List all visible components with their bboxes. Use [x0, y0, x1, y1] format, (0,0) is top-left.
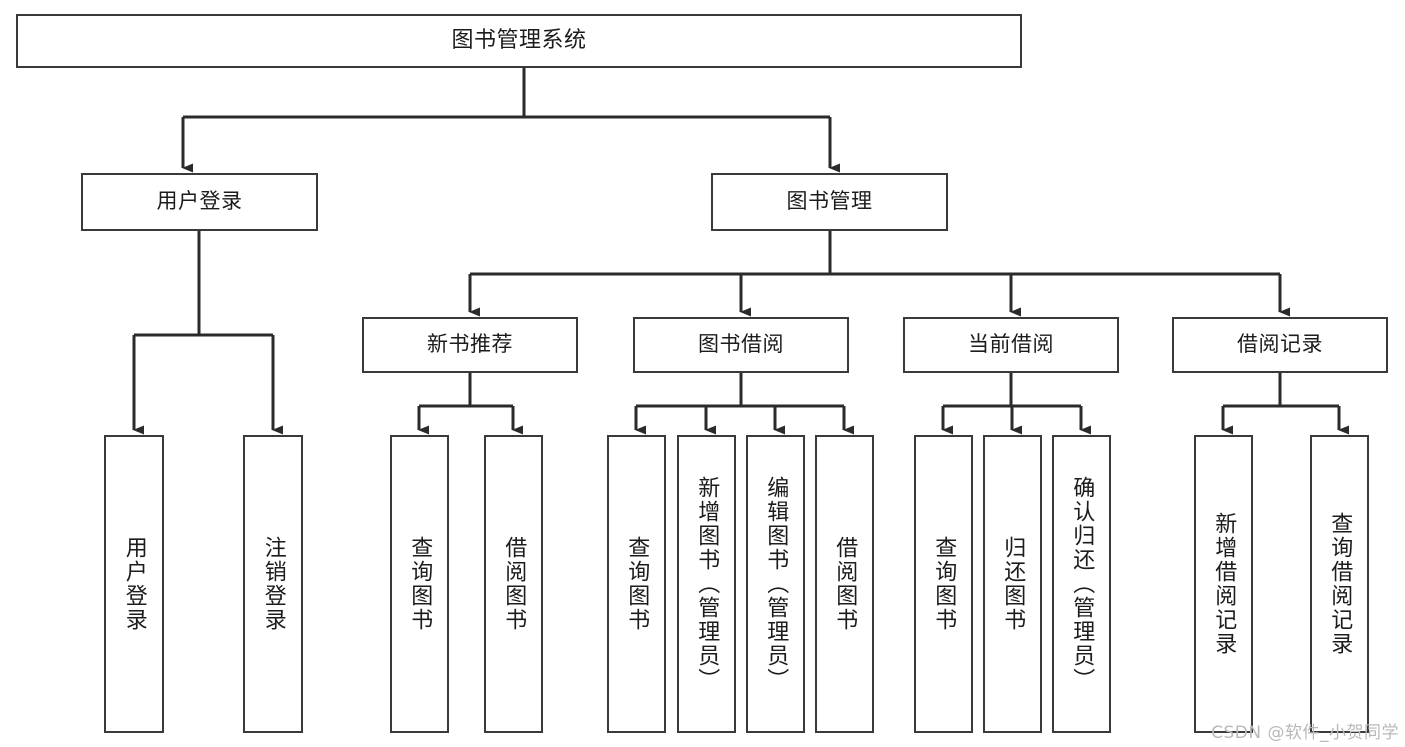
- node-borrow-record-label: 借阅记录: [1237, 332, 1323, 357]
- node-leaf-add-record[interactable]: 新增借阅记录: [1194, 435, 1253, 733]
- node-leaf-user-login[interactable]: 用户登录: [104, 435, 164, 733]
- node-borrow-record[interactable]: 借阅记录: [1172, 317, 1388, 373]
- node-leaf-query-book-nbr-label: 查询图书: [407, 536, 433, 632]
- node-leaf-borrow-book-bb[interactable]: 借阅图书: [815, 435, 874, 733]
- node-new-book-recommend[interactable]: 新书推荐: [362, 317, 578, 373]
- node-leaf-logout-login-label: 注销登录: [260, 536, 286, 632]
- node-leaf-confirm-return-label: 确认归还（管理员）: [1069, 476, 1095, 692]
- node-leaf-query-book-cb[interactable]: 查询图书: [914, 435, 973, 733]
- node-leaf-query-book-bb[interactable]: 查询图书: [607, 435, 666, 733]
- node-leaf-edit-book-admin-label: 编辑图书（管理员）: [763, 476, 789, 692]
- node-book-manage-label: 图书管理: [786, 189, 873, 214]
- node-leaf-edit-book-admin[interactable]: 编辑图书（管理员）: [746, 435, 805, 733]
- node-leaf-query-book-bb-label: 查询图书: [624, 536, 650, 632]
- node-user-login-label: 用户登录: [156, 189, 243, 214]
- node-leaf-borrow-book-nbr-label: 借阅图书: [501, 536, 527, 632]
- node-leaf-logout-login[interactable]: 注销登录: [243, 435, 303, 733]
- node-leaf-borrow-book-bb-label: 借阅图书: [832, 536, 858, 632]
- node-leaf-return-book[interactable]: 归还图书: [983, 435, 1042, 733]
- node-leaf-add-book-admin-label: 新增图书（管理员）: [694, 476, 720, 692]
- node-leaf-return-book-label: 归还图书: [1000, 536, 1026, 632]
- node-leaf-borrow-book-nbr[interactable]: 借阅图书: [484, 435, 543, 733]
- node-leaf-add-book-admin[interactable]: 新增图书（管理员）: [677, 435, 736, 733]
- node-leaf-confirm-return[interactable]: 确认归还（管理员）: [1052, 435, 1111, 733]
- node-root[interactable]: 图书管理系统: [16, 14, 1022, 68]
- node-leaf-query-record-label: 查询借阅记录: [1327, 512, 1353, 656]
- node-new-book-recommend-label: 新书推荐: [427, 332, 513, 357]
- csdn-watermark: CSDN @软件_小贺同学: [1211, 723, 1399, 743]
- node-current-borrow[interactable]: 当前借阅: [903, 317, 1119, 373]
- node-leaf-query-book-nbr[interactable]: 查询图书: [390, 435, 449, 733]
- node-leaf-query-book-cb-label: 查询图书: [931, 536, 957, 632]
- node-book-borrow[interactable]: 图书借阅: [633, 317, 849, 373]
- node-root-label: 图书管理系统: [451, 27, 587, 53]
- node-leaf-query-record[interactable]: 查询借阅记录: [1310, 435, 1369, 733]
- node-user-login[interactable]: 用户登录: [81, 173, 318, 231]
- node-leaf-user-login-label: 用户登录: [121, 536, 147, 632]
- node-book-borrow-label: 图书借阅: [698, 332, 784, 357]
- node-current-borrow-label: 当前借阅: [968, 332, 1054, 357]
- node-leaf-add-record-label: 新增借阅记录: [1211, 512, 1237, 656]
- node-book-manage[interactable]: 图书管理: [711, 173, 948, 231]
